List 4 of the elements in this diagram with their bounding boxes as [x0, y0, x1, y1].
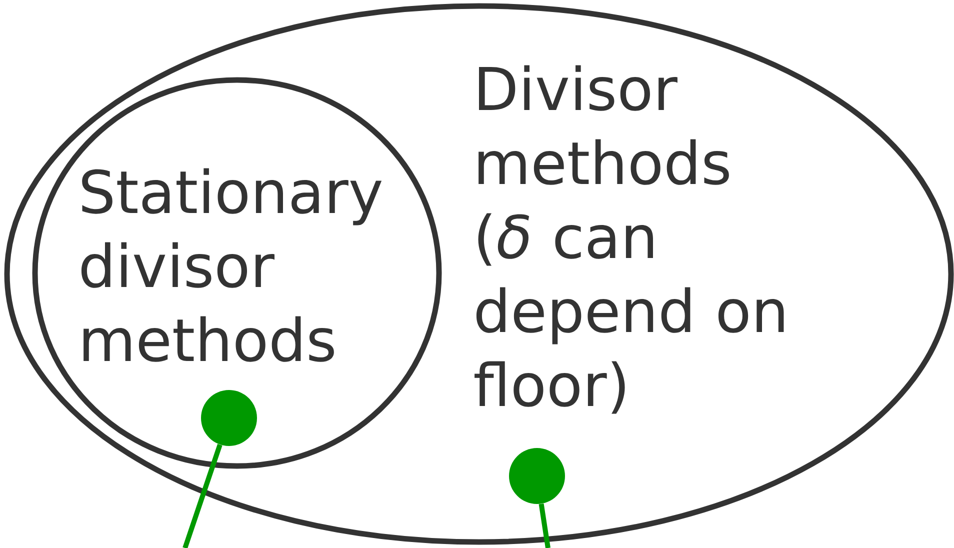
pin-head [201, 390, 257, 446]
pin-line [538, 503, 550, 548]
pin-line [182, 444, 222, 548]
pin-head [509, 448, 565, 504]
